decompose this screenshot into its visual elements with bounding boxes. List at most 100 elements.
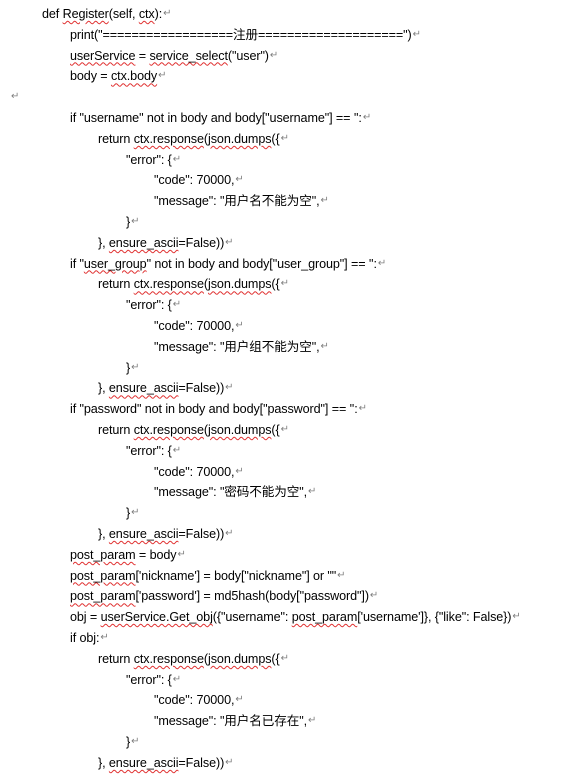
- code-line: "message": "用户名已存在",↵: [154, 711, 316, 731]
- code-line-text: if "password" not in body and body["pass…: [70, 402, 358, 417]
- code-line-text: }, ensure_ascii=False)): [98, 381, 225, 396]
- code-line-text: }, ensure_ascii=False)): [98, 755, 225, 770]
- paragraph-mark-icon: ↵: [512, 611, 521, 623]
- paragraph-mark-icon: ↵: [308, 486, 317, 498]
- paragraph-mark-icon: ↵: [225, 528, 234, 539]
- code-line: return ctx.response(json.dumps({↵: [98, 420, 289, 440]
- code-line-text: }: [126, 735, 131, 749]
- code-line-text: "code": 70000,: [154, 464, 235, 479]
- paragraph-mark-icon: ↵: [269, 49, 279, 61]
- paragraph-mark-icon: ↵: [280, 278, 289, 290]
- paragraph-mark-icon: ↵: [280, 424, 289, 435]
- code-line: "code": 70000,↵: [154, 170, 244, 190]
- code-line-text: if "username" not in body and body["user…: [70, 111, 362, 125]
- paragraph-mark-icon: ↵: [172, 299, 182, 311]
- paragraph-mark-icon: ↵: [308, 715, 317, 727]
- code-line: obj = userService.Get_obj({"username": p…: [70, 607, 521, 627]
- paragraph-mark-icon: ↵: [177, 548, 186, 560]
- paragraph-mark-icon: ↵: [280, 652, 289, 664]
- code-line: post_param['password'] = md5hash(body["p…: [70, 586, 378, 606]
- paragraph-mark-icon: ↵: [235, 320, 244, 331]
- paragraph-mark-icon: ↵: [131, 507, 140, 519]
- code-line: def Register(self, ctx):↵: [42, 4, 171, 24]
- code-line-text: "message": "用户名不能为空",: [154, 194, 320, 209]
- code-line-text: "code": 70000,: [154, 173, 235, 188]
- paragraph-mark-icon: ↵: [235, 174, 244, 186]
- code-line-text: "error": {: [126, 443, 172, 458]
- code-line-text: "error": {: [126, 672, 172, 687]
- code-line: "message": "用户组不能为空",↵: [154, 337, 329, 357]
- code-line: if "user_group" not in body and body["us…: [70, 254, 386, 274]
- paragraph-mark-icon: ↵: [131, 216, 140, 227]
- paragraph-mark-icon: ↵: [320, 195, 329, 207]
- code-line: }, ensure_ascii=False))↵: [98, 753, 234, 773]
- code-line: }↵: [126, 503, 139, 523]
- paragraph-mark-icon: ↵: [225, 756, 234, 768]
- paragraph-mark-icon: ↵: [337, 569, 346, 581]
- code-line-text: obj = userService.Get_obj({"username": p…: [70, 610, 512, 625]
- code-line: }↵: [126, 358, 139, 378]
- code-line-text: "error": {: [126, 298, 172, 313]
- code-line-text: if "user_group" not in body and body["us…: [70, 256, 377, 271]
- code-line: "error": {↵: [126, 150, 181, 170]
- code-line-text: }: [126, 215, 131, 229]
- paragraph-mark-icon: ↵: [320, 340, 329, 352]
- paragraph-mark-icon: ↵: [172, 153, 182, 165]
- code-line: "message": "用户名不能为空",↵: [154, 191, 329, 211]
- paragraph-mark-icon: ↵: [11, 91, 20, 103]
- code-line: }↵: [126, 212, 139, 232]
- code-line: return ctx.response(json.dumps({↵: [98, 129, 289, 149]
- paragraph-mark-icon: ↵: [131, 736, 140, 747]
- paragraph-mark-icon: ↵: [225, 382, 234, 394]
- code-line-text: "error": {: [126, 152, 172, 167]
- code-line-text: return ctx.response(json.dumps({: [98, 277, 280, 292]
- code-line: "error": {↵: [126, 295, 181, 315]
- code-line: post_param = body↵: [70, 545, 186, 565]
- code-line: "message": "密码不能为空",↵: [154, 482, 316, 502]
- code-line-text: userService = service_select("user"): [70, 48, 269, 63]
- code-line: "error": {↵: [126, 441, 181, 461]
- code-line-text: "message": "密码不能为空",: [154, 485, 308, 500]
- paragraph-mark-icon: ↵: [412, 28, 421, 40]
- code-line-text: def Register(self, ctx):: [42, 7, 163, 21]
- code-line: }, ensure_ascii=False))↵: [98, 524, 234, 544]
- paragraph-mark-icon: ↵: [369, 590, 379, 602]
- code-line-text: "code": 70000,: [154, 693, 235, 708]
- code-line-text: return ctx.response(json.dumps({: [98, 131, 280, 146]
- code-line: body = ctx.body↵: [70, 66, 166, 86]
- code-line: }↵: [126, 732, 139, 752]
- code-line: return ctx.response(json.dumps({↵: [98, 274, 289, 294]
- code-line-text: "code": 70000,: [154, 319, 235, 333]
- paragraph-mark-icon: ↵: [163, 8, 172, 19]
- code-line: userService = service_select("user")↵: [70, 46, 278, 66]
- paragraph-mark-icon: ↵: [225, 236, 234, 248]
- code-line-text: "message": "用户组不能为空",: [154, 339, 320, 354]
- code-line-text: post_param['password'] = md5hash(body["p…: [70, 589, 369, 604]
- code-line-text: print("==================注册=============…: [70, 27, 412, 42]
- paragraph-mark-icon: ↵: [172, 444, 182, 456]
- code-line: print("==================注册=============…: [70, 25, 421, 45]
- code-line: "code": 70000,↵: [154, 690, 244, 710]
- code-line-text: }, ensure_ascii=False)): [98, 235, 225, 250]
- code-line-text: }, ensure_ascii=False)): [98, 527, 225, 541]
- code-line: if "password" not in body and body["pass…: [70, 399, 367, 419]
- paragraph-mark-icon: ↵: [158, 70, 167, 82]
- code-line: "code": 70000,↵: [154, 316, 244, 336]
- code-line: ↵: [10, 87, 19, 107]
- code-line-text: return ctx.response(json.dumps({: [98, 423, 280, 437]
- code-line: }, ensure_ascii=False))↵: [98, 233, 234, 253]
- paragraph-mark-icon: ↵: [172, 673, 182, 685]
- code-line-text: return ctx.response(json.dumps({: [98, 651, 280, 666]
- paragraph-mark-icon: ↵: [235, 465, 244, 477]
- paragraph-mark-icon: ↵: [377, 257, 387, 269]
- code-line: "error": {↵: [126, 670, 181, 690]
- code-line: "code": 70000,↵: [154, 462, 244, 482]
- paragraph-mark-icon: ↵: [131, 361, 140, 373]
- code-line: }, ensure_ascii=False))↵: [98, 378, 234, 398]
- code-line-text: post_param = body: [70, 547, 177, 562]
- code-line: post_param['nickname'] = body["nickname"…: [70, 566, 346, 586]
- code-line-text: if obj:: [70, 631, 100, 645]
- paragraph-mark-icon: ↵: [362, 112, 372, 123]
- paragraph-mark-icon: ↵: [358, 403, 367, 415]
